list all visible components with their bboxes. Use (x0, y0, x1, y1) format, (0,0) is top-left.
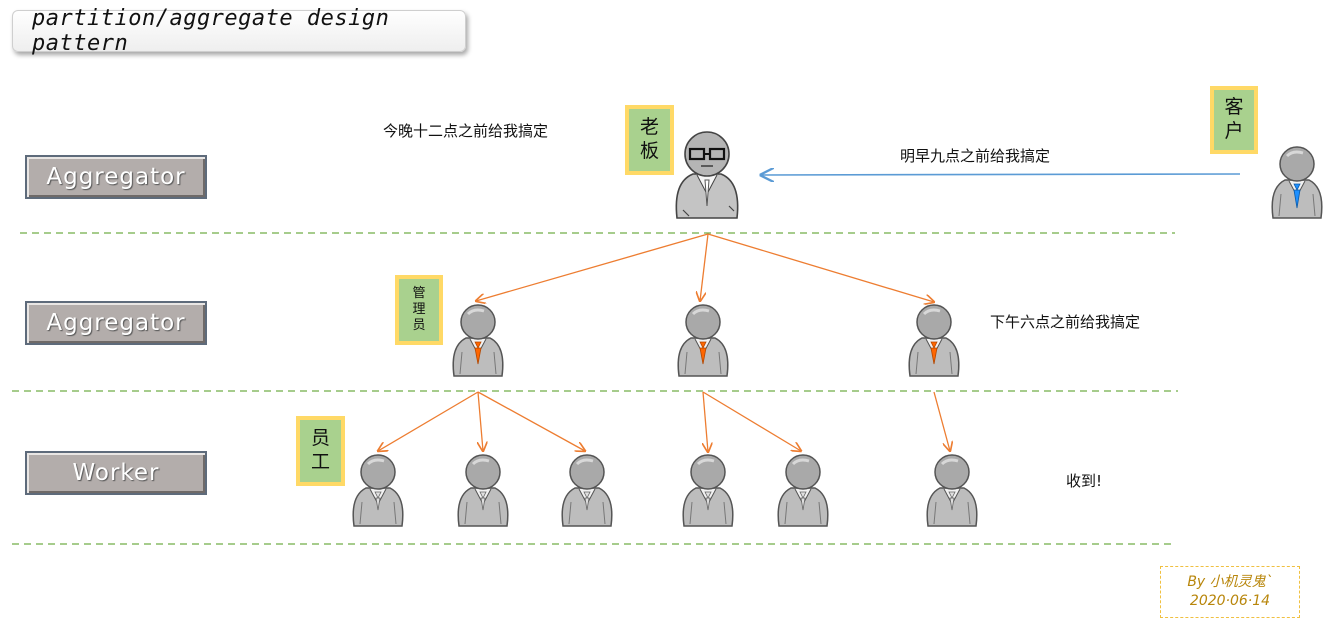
worker-figure-6 (927, 455, 977, 526)
tag-manager: 管 理 员 (395, 275, 443, 345)
arrow-manager1-to-worker-2 (478, 391, 483, 451)
tag-manager-char-1: 管 (412, 285, 426, 301)
layer-label-worker: Worker (25, 451, 207, 495)
tag-staff-char-1: 员 (310, 427, 330, 450)
arrow-manager2-to-worker-5 (702, 391, 801, 451)
diagram-title: partition/aggregate design pattern (32, 6, 390, 56)
signature-date: 2020·06·14 (1189, 593, 1271, 609)
tag-manager-char-3: 员 (412, 318, 426, 334)
title-banner: partition/aggregate design pattern (12, 6, 466, 56)
tag-boss-char-1: 老 (639, 116, 659, 139)
tag-client-char-1: 客 (1224, 96, 1244, 119)
arrow-boss-to-manager-2 (700, 233, 709, 301)
client-figure (1272, 147, 1322, 218)
layer-label-middle-aggregator: Aggregator (25, 301, 207, 345)
signature-author: By 小机灵鬼` (1187, 574, 1273, 591)
arrow-manager2-to-worker-4 (703, 391, 708, 452)
arrow-manager1-to-worker-3 (477, 391, 585, 451)
note-client-deadline: 明早九点之前给我搞定 (900, 147, 1051, 165)
signature-box: By 小机灵鬼` 2020·06·14 (1160, 566, 1300, 618)
tag-staff: 员 工 (296, 416, 345, 486)
arrow-manager3-to-worker-6 (933, 391, 950, 451)
tag-boss-char-2: 板 (639, 140, 659, 162)
arrow-manager1-to-worker-1 (378, 391, 479, 451)
worker-figure-1 (353, 455, 403, 526)
tag-staff-char-2: 工 (310, 451, 330, 473)
worker-figure-5 (778, 455, 828, 526)
tag-client-char-2: 户 (1224, 120, 1244, 142)
note-worker-ack: 收到! (1066, 472, 1103, 490)
arrow-boss-to-manager-1 (476, 233, 709, 301)
worker-figure-4 (683, 455, 733, 526)
arrow-boss-to-manager-3 (707, 233, 934, 302)
arrow-client-to-boss (761, 174, 1241, 175)
worker-figure-2 (458, 455, 508, 526)
manager-figure-3 (909, 305, 959, 376)
worker-figure-3 (562, 455, 612, 526)
layer-label-top-aggregator: Aggregator (25, 155, 207, 199)
note-boss-deadline: 今晚十二点之前给我搞定 (383, 122, 549, 140)
boss-figure (675, 130, 739, 220)
tag-client: 客 户 (1210, 86, 1258, 154)
manager-figure-1 (453, 305, 503, 376)
tag-manager-char-2: 理 (412, 301, 426, 317)
note-manager-deadline: 下午六点之前给我搞定 (990, 313, 1141, 331)
tag-boss: 老 板 (625, 105, 674, 175)
manager-figure-2 (678, 305, 728, 376)
